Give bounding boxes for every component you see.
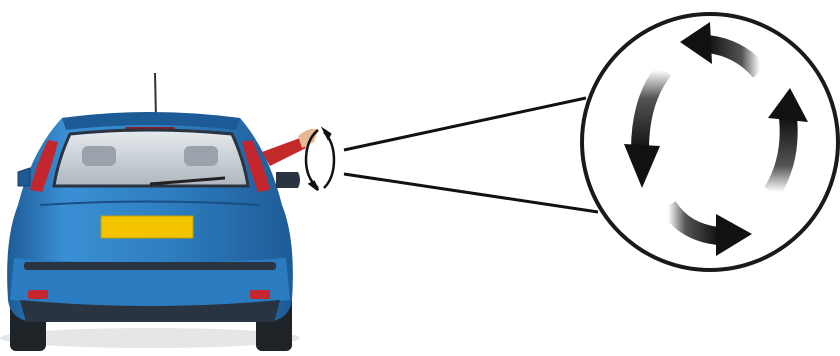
left-mirror [17,167,31,187]
antenna [154,72,157,119]
license-plate [100,215,194,239]
small-rotation-indicator [304,126,336,191]
car [0,72,300,351]
callout-line-bottom [343,172,599,214]
lower-valance [20,300,280,322]
right-mirror [276,172,300,188]
arrow-left-down-icon [624,64,672,188]
arm-sleeve [262,138,306,166]
driver-arm [262,128,318,166]
car-shadow [0,328,300,348]
left-tail-light [30,140,58,192]
arrow-top-left-icon [680,22,767,79]
callout-line-top [343,96,587,152]
headrest-left [82,146,116,166]
headrest-right [184,146,218,166]
right-tail-light [242,140,270,192]
roof-spoiler [62,112,240,130]
rear-window [52,128,250,188]
tailgate-line [39,200,261,206]
bumper-trim [24,262,276,270]
right-reflector [250,290,270,299]
left-reflector [28,290,48,299]
magnifier [580,12,840,272]
arrow-right-up-icon [764,88,808,197]
magnifier-ring [580,12,840,272]
rear-wiper [149,176,226,186]
arrow-bottom-right-icon [660,200,752,256]
